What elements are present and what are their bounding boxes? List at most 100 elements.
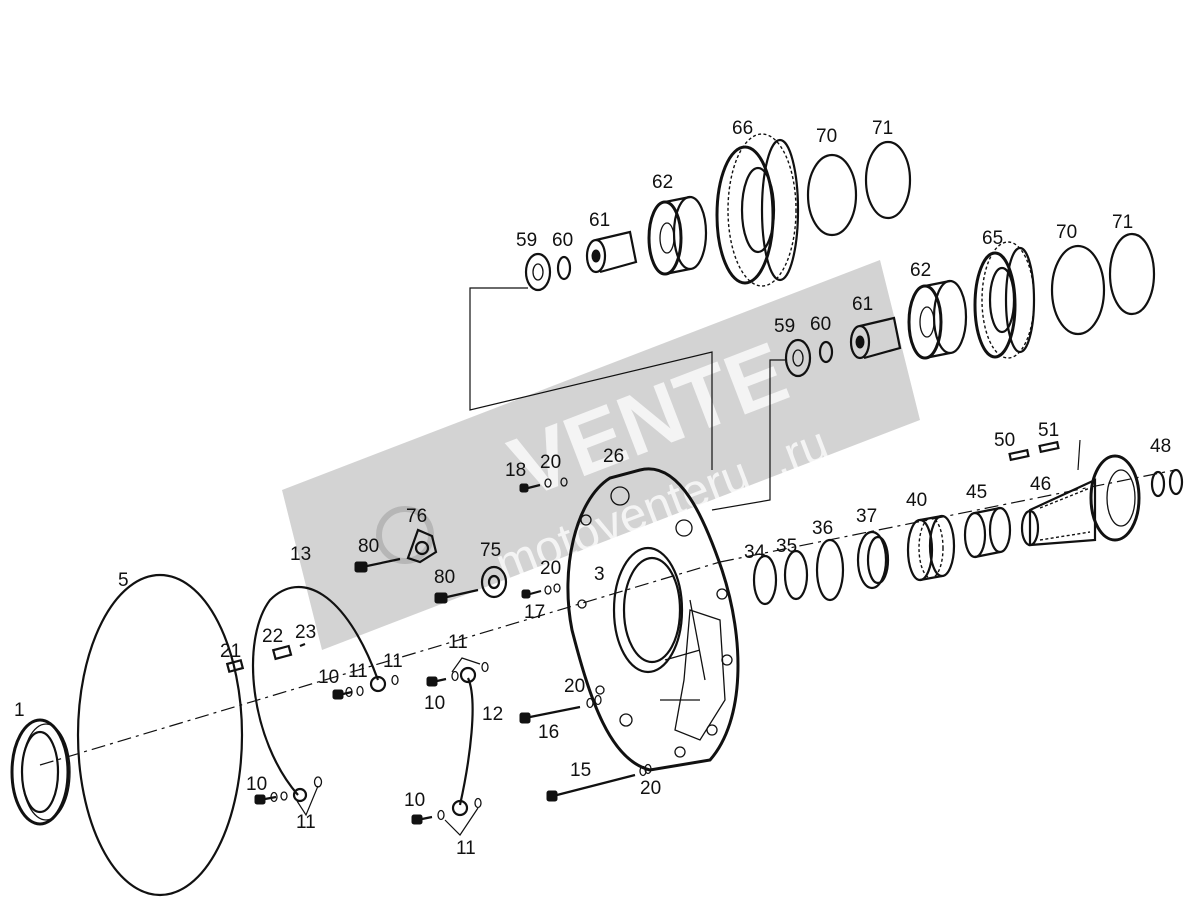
part-45-sleeve	[963, 506, 1012, 559]
callout-45: 45	[966, 482, 987, 503]
part-61a-hub	[585, 230, 638, 274]
bolt-18	[519, 483, 529, 493]
axis-line-output	[719, 469, 1176, 563]
leader-11c	[451, 657, 481, 673]
callout-80: 80	[358, 536, 379, 557]
callout-23: 23	[295, 622, 316, 643]
part-65-gear	[973, 241, 1036, 359]
watermark-band	[282, 260, 920, 650]
part-71a-ring	[864, 140, 912, 220]
part-40-bearing	[906, 514, 956, 582]
callout-11: 11	[448, 632, 468, 653]
bolt-15	[546, 790, 558, 802]
leader-11e	[444, 807, 479, 836]
callout-1: 1	[14, 700, 25, 721]
callout-11: 11	[296, 812, 316, 833]
callout-16: 16	[538, 722, 559, 743]
callout-13: 13	[290, 544, 311, 565]
callout-48: 48	[1150, 436, 1171, 457]
part-51-pin	[1038, 440, 1060, 454]
callout-71: 71	[872, 118, 893, 139]
callout-11: 11	[348, 661, 368, 682]
callout-75: 75	[480, 540, 501, 561]
callout-10: 10	[404, 790, 425, 811]
part-60a-ring	[556, 255, 572, 281]
part-1-seal	[10, 718, 71, 826]
part-76-bracket	[406, 528, 438, 564]
axis-line-main	[39, 561, 721, 766]
callout-12: 12	[482, 704, 503, 725]
callout-15: 15	[570, 760, 591, 781]
part-50-pin	[1008, 448, 1030, 462]
callout-20: 20	[564, 676, 585, 697]
callout-20: 20	[540, 558, 561, 579]
part-70b-ring	[1050, 244, 1106, 336]
part-36-ring	[815, 538, 845, 602]
part-71b-ring	[1108, 232, 1156, 316]
callout-71: 71	[1112, 212, 1133, 233]
part-62a-bearing	[647, 195, 708, 276]
part-5-oring	[76, 573, 244, 897]
callout-65: 65	[982, 228, 1003, 249]
callout-20: 20	[540, 452, 561, 473]
callout-60: 60	[810, 314, 831, 335]
part-70a-ring	[806, 153, 858, 237]
part-75-washer	[480, 565, 508, 599]
callout-70: 70	[1056, 222, 1077, 243]
leader-11a	[296, 785, 319, 817]
part-37-race	[856, 530, 890, 590]
callout-59: 59	[774, 316, 795, 337]
callout-17: 17	[524, 602, 545, 623]
part-59b-washer	[784, 338, 812, 378]
bolt-10b	[332, 685, 364, 700]
callout-61: 61	[852, 294, 873, 315]
callout-11: 11	[383, 651, 403, 672]
part-34-ring	[752, 554, 778, 606]
part-61b-hub	[849, 316, 902, 360]
part-62b-bearing	[907, 279, 968, 360]
callout-36: 36	[812, 518, 833, 539]
callout-60: 60	[552, 230, 573, 251]
callout-40: 40	[906, 490, 927, 511]
bracket-lower	[711, 359, 785, 511]
part-26-housing	[566, 467, 740, 772]
part-80b-bolt	[434, 588, 479, 604]
callout-66: 66	[732, 118, 753, 139]
part-12-pipe	[458, 677, 474, 806]
callout-18: 18	[505, 460, 526, 481]
callout-61: 61	[589, 210, 610, 231]
bolt-10d	[411, 809, 445, 825]
bolt-10c	[426, 670, 459, 687]
part-66-gear	[715, 133, 800, 287]
callout-37: 37	[856, 506, 877, 527]
callout-10: 10	[318, 667, 339, 688]
callout-21: 21	[220, 641, 241, 662]
part-13-pipe	[251, 585, 380, 796]
part-46-flange-shaft	[1020, 454, 1141, 547]
callout-76: 76	[406, 506, 427, 527]
callout-26: 26	[603, 446, 624, 467]
callout-62: 62	[910, 260, 931, 281]
part-48b-ring	[1168, 468, 1184, 496]
part-35-ring	[783, 549, 809, 601]
callout-35: 35	[776, 536, 797, 557]
callout-20: 20	[640, 778, 661, 799]
callout-80: 80	[434, 567, 455, 588]
callout-5: 5	[118, 570, 129, 591]
bolt-16	[519, 712, 531, 724]
part-22	[271, 644, 293, 661]
bracket-upper	[469, 287, 713, 470]
part-23	[299, 642, 306, 648]
part-21	[225, 658, 245, 674]
callout-46: 46	[1030, 474, 1051, 495]
callout-22: 22	[262, 626, 283, 647]
callout-11: 11	[456, 838, 476, 859]
bolt-17	[521, 589, 531, 599]
part-59a-washer	[524, 252, 552, 292]
part-48a-ring	[1150, 470, 1166, 498]
callout-70: 70	[816, 126, 837, 147]
callout-51: 51	[1038, 420, 1059, 441]
callout-50: 50	[994, 430, 1015, 451]
